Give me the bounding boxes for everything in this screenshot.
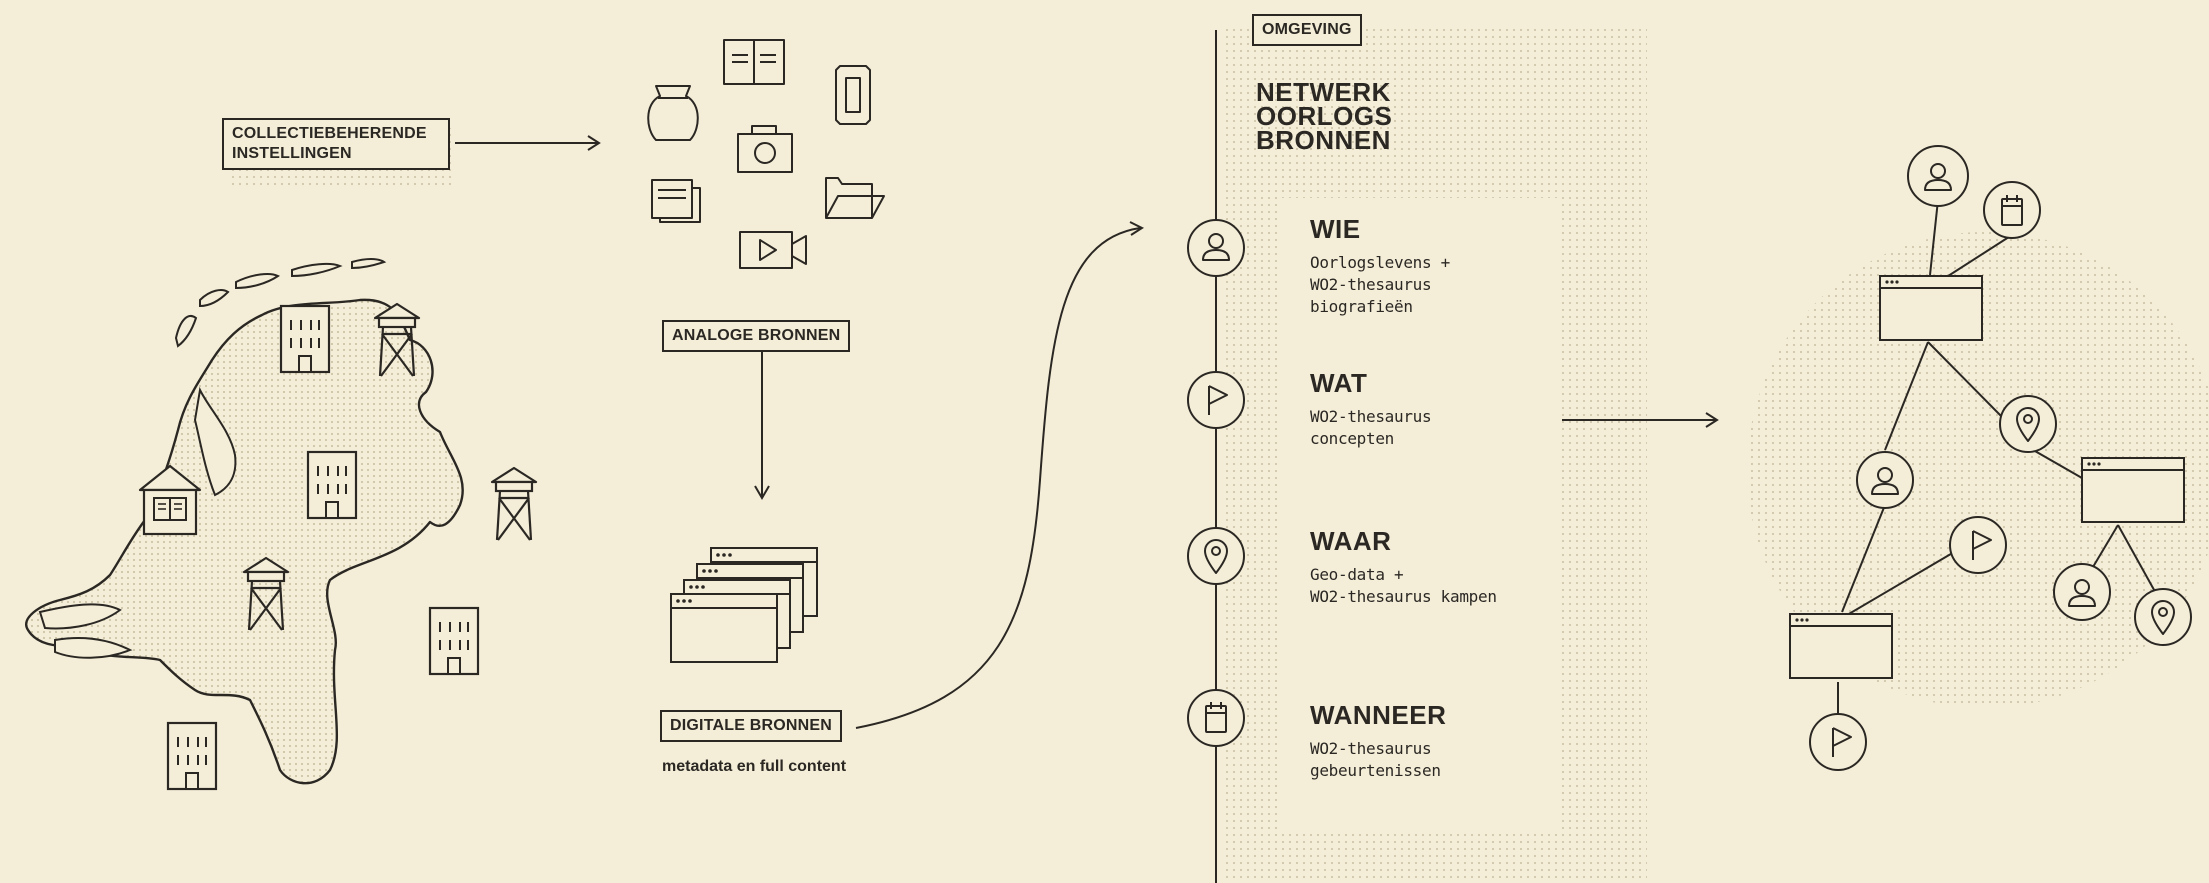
building-icon <box>166 721 218 791</box>
folder-icon <box>825 177 885 219</box>
book-icon <box>723 39 785 85</box>
category-waar-description: Geo-data + WO2-thesaurus kampen <box>1310 565 1497 606</box>
building-icon <box>428 606 480 676</box>
digital-sources-caption: metadata en full content <box>662 758 847 775</box>
environment-tag: OMGEVING <box>1252 14 1362 46</box>
frame-icon <box>835 65 871 125</box>
vase-icon <box>647 85 699 141</box>
digital-to-network-arrow <box>855 221 1145 729</box>
building-icon <box>279 304 331 374</box>
institutions-arrow <box>455 135 601 151</box>
watchtower-icon <box>490 466 538 542</box>
camera-icon <box>737 125 793 173</box>
building-icon <box>306 450 358 520</box>
network-arrow <box>1562 412 1719 428</box>
institutions-label: COLLECTIEBEHERENDE INSTELLINGEN <box>222 118 450 170</box>
category-panel <box>1278 198 1560 830</box>
category-wat-description: WO2-thesaurus concepten <box>1310 407 1432 448</box>
netherlands-map <box>25 258 464 785</box>
network-graph <box>1747 145 2209 771</box>
analog-to-digital-arrow <box>754 350 770 500</box>
wanneer-circle <box>1187 689 1245 747</box>
waar-circle <box>1187 527 1245 585</box>
category-wanneer-description: WO2-thesaurus gebeurtenissen <box>1310 739 1441 780</box>
wie-circle <box>1187 219 1245 277</box>
document-icon <box>651 179 701 223</box>
digital-sources-label: DIGITALE BRONNEN <box>660 710 843 742</box>
network-title: NETWERK OORLOGS BRONNEN <box>1256 77 1393 155</box>
wat-circle <box>1187 371 1245 429</box>
analog-sources-label: ANALOGE BRONNEN <box>662 320 851 352</box>
category-wie-description: Oorlogslevens + WO2-thesaurus biografieë… <box>1310 253 1450 316</box>
digital-source-card <box>670 593 778 663</box>
museum-house-icon <box>138 464 202 536</box>
video-icon <box>739 231 807 269</box>
